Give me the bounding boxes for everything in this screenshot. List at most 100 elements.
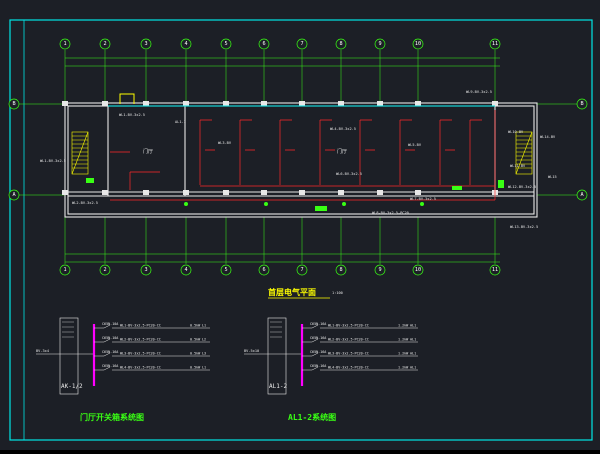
svg-text:WL1-BV-3x2.5: WL1-BV-3x2.5: [119, 113, 145, 117]
svg-text:4: 4: [184, 41, 187, 47]
svg-text:WL3-BV-3x2.5-PC20-CC: WL3-BV-3x2.5-PC20-CC: [328, 352, 369, 356]
svg-text:WL4-BV-3x2.5-PC20-CC: WL4-BV-3x2.5-PC20-CC: [328, 366, 369, 370]
svg-text:WL6-BV-3x2.5: WL6-BV-3x2.5: [336, 172, 362, 176]
svg-text:5: 5: [224, 267, 227, 273]
plan-annotations: WL1-BV-3x2.5 WL1-BV-3x2.5 WL2-BV-3x2.5 W…: [40, 90, 557, 229]
svg-text:4: 4: [184, 267, 187, 273]
axis-bottom-5: 5: [220, 264, 232, 276]
svg-text:5: 5: [224, 41, 227, 47]
svg-text:C65N-16A: C65N-16A: [102, 350, 118, 354]
plan-scale: 1:100: [332, 291, 343, 295]
svg-text:WL1-BV-3x2.5: WL1-BV-3x2.5: [40, 159, 66, 163]
svg-text:WL10-BV: WL10-BV: [508, 130, 524, 134]
axis-top-4: 4: [180, 38, 192, 50]
dimension-lines-top: [65, 57, 500, 263]
svg-text:11: 11: [492, 267, 498, 273]
svg-text:8: 8: [339, 267, 342, 273]
svg-text:10: 10: [415, 41, 421, 47]
axis-bottom-10: 10: [412, 264, 424, 276]
axis-left-B: B: [8, 98, 20, 110]
svg-text:WL4-BV-3x2.5-PC20-CC: WL4-BV-3x2.5-PC20-CC: [120, 366, 161, 370]
svg-text:0.5kW: 0.5kW: [190, 352, 201, 356]
svg-text:C65N-16A: C65N-16A: [310, 350, 326, 354]
panel-label: AL1-1: [175, 120, 186, 124]
axis-bottom-4: 4: [180, 264, 192, 276]
svg-text:L2: L2: [202, 338, 206, 342]
electrical-devices: [86, 178, 504, 211]
drawing-frame: [9, 19, 593, 441]
svg-text:0.5kW: 0.5kW: [190, 324, 201, 328]
room-label-lobby-2: 门厅: [337, 148, 347, 155]
svg-text:6: 6: [262, 267, 265, 273]
building-columns: [62, 101, 498, 195]
axis-top-6: 6: [258, 38, 270, 50]
axis-bottom-2: 2: [99, 264, 111, 276]
svg-text:WL1-BV-3x2.5-PC20-CC: WL1-BV-3x2.5-PC20-CC: [120, 324, 161, 328]
svg-text:7: 7: [300, 267, 303, 273]
svg-text:WL1-BV-3x2.5-PC20-CC: WL1-BV-3x2.5-PC20-CC: [328, 324, 369, 328]
svg-text:B: B: [580, 101, 583, 107]
svg-text:WL2-BV-3x2.5: WL2-BV-3x2.5: [72, 201, 98, 205]
axis-top-8: 8: [335, 38, 347, 50]
svg-text:WL3-BV: WL3-BV: [218, 141, 232, 145]
svg-text:6: 6: [262, 41, 265, 47]
svg-text:WL2-BV-3x2.5-PC20-CC: WL2-BV-3x2.5-PC20-CC: [120, 338, 161, 342]
svg-text:8: 8: [339, 41, 342, 47]
svg-text:1.2kW: 1.2kW: [398, 366, 409, 370]
axis-top-10: 10: [412, 38, 424, 50]
panel-id: AL1-2: [269, 383, 287, 390]
axis-bottom-7: 7: [296, 264, 308, 276]
svg-text:WL14-BV: WL14-BV: [540, 135, 556, 139]
svg-text:WL12-BV-3x2.5: WL12-BV-3x2.5: [508, 185, 536, 189]
svg-text:WL2-BV-3x2.5-PC20-CC: WL2-BV-3x2.5-PC20-CC: [328, 338, 369, 342]
svg-text:WL5-BV: WL5-BV: [408, 143, 422, 147]
svg-text:A: A: [12, 192, 16, 198]
svg-text:C65N-16A: C65N-16A: [310, 336, 326, 340]
axis-top-1: 1: [59, 38, 71, 50]
svg-text:AL1: AL1: [410, 324, 416, 328]
svg-text:10: 10: [415, 267, 421, 273]
svg-text:WL7-BV-3x2.5: WL7-BV-3x2.5: [410, 197, 436, 201]
plan-title: 首层电气平面: [268, 287, 316, 297]
entrance-marker: [119, 93, 135, 104]
svg-text:0.5kW: 0.5kW: [190, 366, 201, 370]
svg-text:3: 3: [144, 41, 147, 47]
svg-text:9: 9: [378, 41, 381, 47]
svg-text:0.5kW: 0.5kW: [190, 338, 201, 342]
svg-text:1: 1: [63, 41, 66, 47]
svg-text:WL15: WL15: [548, 175, 557, 179]
axis-top-7: 7: [296, 38, 308, 50]
svg-text:WL4-BV-3x2.5: WL4-BV-3x2.5: [330, 127, 356, 131]
svg-text:WL9-BV-3x2.5: WL9-BV-3x2.5: [466, 90, 492, 94]
svg-text:1: 1: [63, 267, 66, 273]
svg-text:11: 11: [492, 41, 498, 47]
svg-text:1.2kW: 1.2kW: [398, 324, 409, 328]
svg-text:L3: L3: [202, 352, 206, 356]
axis-right-A: A: [576, 189, 588, 201]
axis-bubbles-top: 1 2 3 4 5 6 7 8 9 10 11: [59, 38, 501, 50]
axis-top-3: 3: [140, 38, 152, 50]
axis-bottom-9: 9: [374, 264, 386, 276]
axis-bubbles-bottom: 1 2 3 4 5 6 7 8 9 10 11: [59, 264, 501, 276]
diagram-title-right: AL1-2系统图: [288, 412, 336, 422]
svg-text:L1: L1: [202, 366, 206, 370]
svg-text:WL3-BV-3x2.5-PC20-CC: WL3-BV-3x2.5-PC20-CC: [120, 352, 161, 356]
svg-text:C65N-10A: C65N-10A: [102, 336, 118, 340]
axis-top-2: 2: [99, 38, 111, 50]
svg-text:1.2kW: 1.2kW: [398, 338, 409, 342]
svg-text:3: 3: [144, 267, 147, 273]
svg-text:AL1: AL1: [410, 338, 416, 342]
axis-top-5: 5: [220, 38, 232, 50]
svg-text:AL1: AL1: [410, 366, 416, 370]
axis-bottom-8: 8: [335, 264, 347, 276]
axis-grid-lines: [14, 50, 582, 264]
